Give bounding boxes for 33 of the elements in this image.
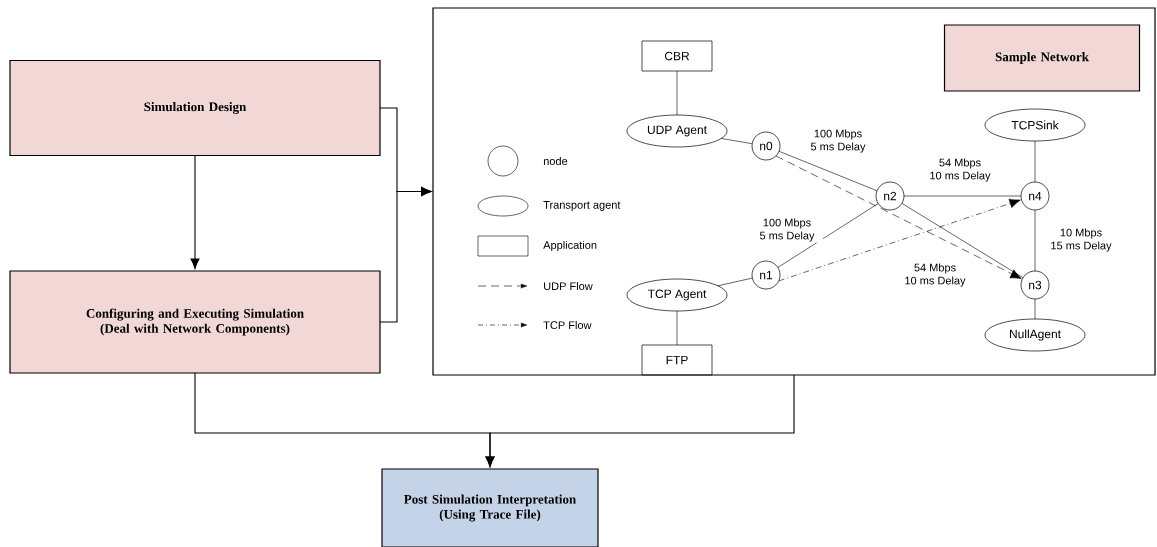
edge-label: 100 Mbps 5 ms Delay [802,128,874,154]
process-box: Simulation Design [9,59,381,157]
arrow [190,154,200,269]
link-line [1034,209,1036,272]
network-panel [432,7,1156,376]
arrow [379,186,432,323]
legend-text: Transport agent [543,201,621,211]
legend-text: TCP Flow [543,320,592,330]
heading-box: Sample Network [943,24,1141,92]
application-box: CBR [641,40,713,72]
edge-label: 100 Mbps 5 ms Delay [751,217,823,243]
link-line [717,277,753,287]
link-line [1034,298,1036,320]
arrow [485,374,795,467]
legend-text: node [543,156,568,166]
link-line [676,70,678,116]
arrow [775,155,1022,279]
link-line [903,195,1022,197]
link-line [1034,140,1036,183]
edge-label: 54 Mbps 10 ms Delay [924,157,996,183]
link-line [901,203,1024,278]
arrow [778,198,1021,282]
process-box: Post Simulation Interpretation (Using Trace File) [381,468,599,547]
link-line [720,138,753,144]
edge-label: 54 Mbps 10 ms Delay [899,262,971,288]
link-line [676,310,678,346]
link-line [777,203,879,268]
link-line [778,150,878,192]
legend-text: UDP Flow [544,281,593,291]
application-box: FTP [641,344,713,376]
legend-text: Application [543,240,597,252]
process-box: Configuring and Executing Simulation (Deal with Network Components) [9,270,381,374]
edge-label: 10 Mbps 15 ms Delay [1045,227,1117,253]
